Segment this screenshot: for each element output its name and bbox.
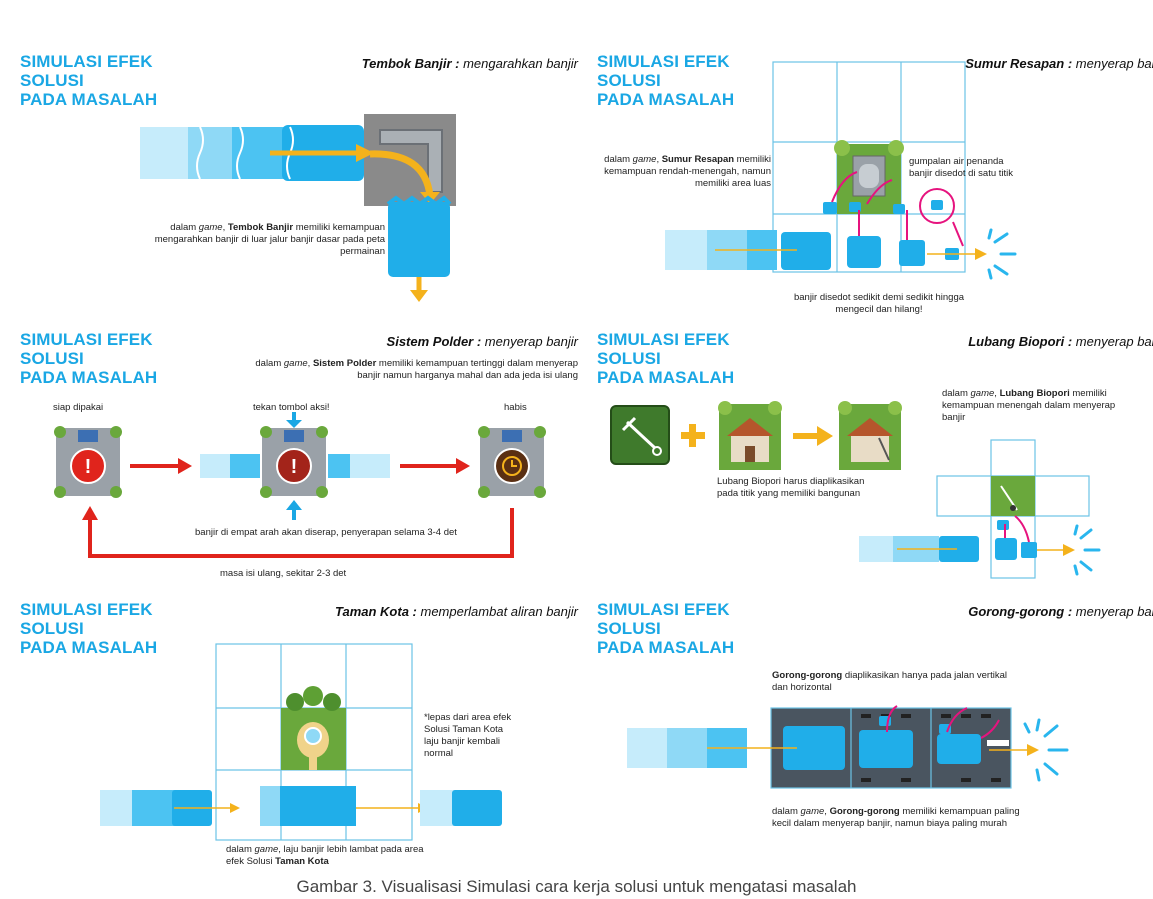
gorong-top-note: Gorong-gorong diaplikasikan hanya pada j… [772,670,1007,693]
taman-note: *lepas dari area efek Solusi Taman Kota … [424,712,512,759]
solution-effect: mengarahkan banjir [459,56,578,71]
polder-tile-ready: ! [54,426,122,498]
house-tile [718,401,782,470]
flood-strip [859,520,1037,562]
solution-name: Gorong-gorong : [968,604,1073,619]
solution-name: Lubang Biopori : [968,334,1073,349]
splash-icon [1073,524,1101,576]
solution-name: Tembok Banjir : [361,56,460,71]
polder-tile-active: ! [260,426,328,498]
panel-heading: SIMULASI EFEK SOLUSI PADA MASALAH [20,600,158,657]
solution-effect: memperlambat aliran banjir [416,604,578,619]
splash-icon [987,228,1017,280]
panel-heading: SIMULASI EFEK SOLUSI PADA MASALAH [597,600,735,657]
figure-caption: Gambar 3. Visualisasi Simulasi cara kerj… [296,877,857,896]
gorong-diagram [627,705,1069,789]
solution-label: Tembok Banjir : mengarahkan banjir [362,56,578,71]
polder-reload-text: masa isi ulang, sekitar 2-3 det [220,568,347,579]
solution-effect: menyerap banjir [1075,604,1153,619]
house-with-biopori-tile [838,401,902,470]
biopori-diagram [610,401,1101,579]
solution-effect: menyerap banjir [481,334,578,349]
sumur-diagram [665,61,1017,280]
panel-lubang-biopori: SIMULASI EFEK SOLUSI PADA MASALAH Lubang… [597,330,1153,610]
flood-strip-left [200,454,260,478]
solution-name: Taman Kota : [335,604,417,619]
polder-state-ready: siap dipakai [53,402,104,413]
flood-strip [665,200,959,270]
solution-effect: menyerap banjir [1075,334,1153,349]
taman-description: dalam game, laju banjir lebih lambat pad… [226,844,424,867]
panel-heading: SIMULASI EFEK SOLUSI PADA MASALAH [20,330,158,387]
polder-state-press: tekan tombol aksi! [253,402,330,413]
solution-name: Sistem Polder : [386,334,482,349]
biopori-grid-tile [991,476,1035,516]
sumur-description: dalam game, Sumur Resapan memiliki kemam… [604,154,771,189]
gorong-description: dalam game, Gorong-gorong memiliki kemam… [772,806,1020,829]
solution-label: Gorong-gorong : menyerap banjir [968,604,1153,619]
pink-suction-marks [831,171,964,247]
solution-effect: menyerap banjir [1075,56,1153,71]
svg-text:!: ! [291,456,298,478]
biopori-tool-icon [610,405,670,465]
panel-sumur-resapan: SIMULASI EFEK SOLUSI PADA MASALAH Sumur … [597,52,1153,332]
solution-label: Lubang Biopori : menyerap banjir [968,334,1153,349]
solution-label: Taman Kota : memperlambat aliran banjir [335,604,578,619]
sumur-note: gumpalan air penanda banjir disedot di s… [909,156,1014,179]
biopori-note: Lubang Biopori harus diaplikasikan pada … [717,476,865,499]
sumur-tile [834,140,904,214]
tembok-description: dalam game, Tembok Banjir memiliki kemam… [154,222,385,257]
panel-heading: SIMULASI EFEK SOLUSI PADA MASALAH [597,52,735,109]
panel-sistem-polder: SIMULASI EFEK SOLUSI PADA MASALAH Sistem… [20,330,580,610]
solution-name: Sumur Resapan : [965,56,1073,71]
solution-label: Sistem Polder : menyerap banjir [387,334,578,349]
solution-label: Sumur Resapan : menyerap banjir [965,56,1153,71]
polder-description: dalam game, Sistem Polder memiliki kemam… [255,358,578,381]
polder-tile-empty [478,426,546,498]
svg-text:!: ! [85,456,92,478]
polder-diagram: ! ! [54,412,546,558]
tembok-diagram [140,114,456,302]
plus-icon [681,424,705,447]
sumur-bottom-text: banjir disedot sedikit demi sedikit hing… [793,292,965,315]
pink-suction-marks [1004,515,1030,543]
panel-taman-kota: SIMULASI EFEK SOLUSI PADA MASALAH Taman … [20,600,580,880]
redirected-water [386,195,452,302]
flood-wall-tile [364,114,456,206]
polder-state-empty: habis [504,402,527,413]
pink-suction-marks [886,705,1000,739]
flood-strip-middle [260,786,356,826]
splash-icon [1023,718,1069,782]
polder-absorb-text: banjir di empat arah akan diserap, penye… [195,527,457,538]
biopori-description: dalam game, Lubang Biopori memiliki kema… [942,388,1116,423]
taman-diagram [100,643,502,841]
park-tile [281,686,346,770]
flood-strip-right [420,790,502,826]
panel-gorong-gorong: SIMULASI EFEK SOLUSI PADA MASALAH Gorong… [597,600,1153,880]
flood-strip [140,125,364,181]
panel-heading: SIMULASI EFEK SOLUSI PADA MASALAH [20,52,158,109]
panel-heading: SIMULASI EFEK SOLUSI PADA MASALAH [597,330,735,387]
flood-strip-right [328,454,390,478]
panel-tembok-banjir: SIMULASI EFEK SOLUSI PADA MASALAH Tembok… [20,52,580,332]
